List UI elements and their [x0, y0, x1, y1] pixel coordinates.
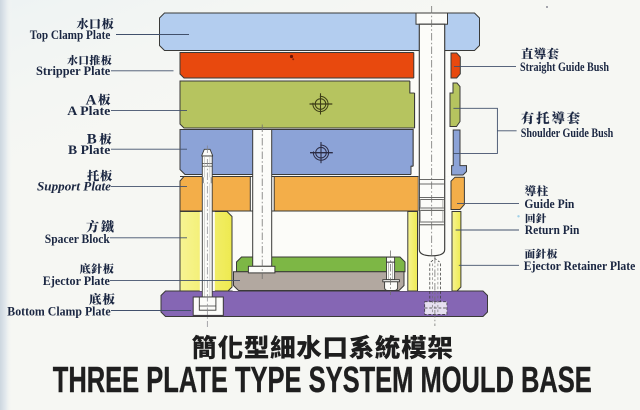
- svg-text:Support Plate: Support Plate: [37, 180, 111, 194]
- svg-text:Bottom Clamp Plate: Bottom Clamp Plate: [7, 304, 111, 318]
- svg-text:Guide Pin: Guide Pin: [524, 197, 574, 211]
- svg-text:Spacer Block: Spacer Block: [45, 232, 110, 246]
- svg-text:A Plate: A Plate: [67, 104, 110, 118]
- svg-text:Top Clamp Plate: Top Clamp Plate: [30, 28, 111, 42]
- svg-text:Ejector Plate: Ejector Plate: [43, 274, 110, 288]
- svg-text:B Plate: B Plate: [68, 143, 111, 157]
- svg-text:Shoulder Guide Bush: Shoulder Guide Bush: [521, 126, 614, 140]
- svg-text:B: B: [87, 132, 97, 148]
- svg-text:Stripper Plate: Stripper Plate: [36, 64, 111, 78]
- svg-text:Straight Guide Bush: Straight Guide Bush: [520, 60, 609, 74]
- svg-text:A: A: [86, 92, 97, 108]
- svg-text:THREE PLATE TYPE SYSTEM MOULD: THREE PLATE TYPE SYSTEM MOULD BASE: [53, 359, 592, 400]
- svg-text:Return Pin: Return Pin: [525, 223, 580, 237]
- svg-text:Ejector Retainer Plate: Ejector Retainer Plate: [524, 259, 636, 273]
